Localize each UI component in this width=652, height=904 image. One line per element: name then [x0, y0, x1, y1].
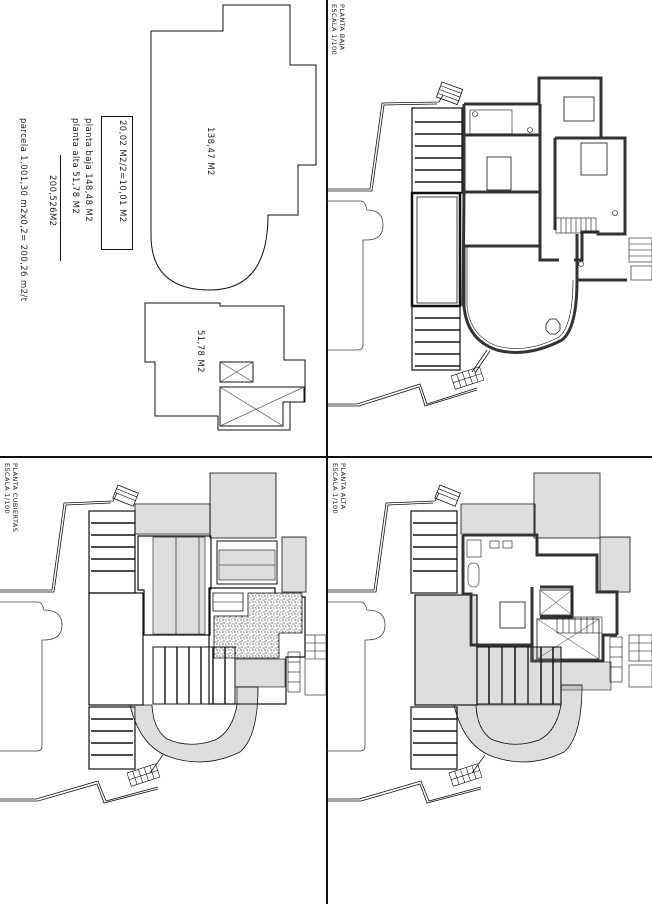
plan-scale: ESCALA 1/100: [3, 463, 11, 515]
bed-icon: [580, 142, 608, 176]
pool-outline: [327, 200, 384, 351]
bed-icon: [486, 156, 512, 191]
planta-alta-drawing: [327, 472, 652, 804]
plan-title-block: PLANTA ALTA ESCALA 1/100: [331, 463, 347, 514]
upper-floor-area-label: 51,78 M2: [195, 330, 205, 373]
boxed-area-note: 20,02 M2/2=10,01 M2: [117, 120, 127, 223]
planta-baja-area: planta baja 148,48 M2: [83, 118, 93, 223]
plan-scale: ESCALA 1/100: [331, 463, 339, 515]
bathtub-icon: [467, 562, 480, 588]
planta-alta-area: planta alta 51,78 M2: [70, 118, 80, 215]
gravel-roof: [213, 592, 303, 659]
ground-floor-area-outline: [150, 4, 317, 291]
pergola-slats-top: [415, 121, 462, 183]
plan-title: PLANTA CUBIERTAS: [11, 463, 19, 533]
upper-floor-walls: [461, 533, 619, 663]
entry-stair-top: [436, 81, 464, 106]
roof-terrace-hatch: [134, 503, 211, 535]
boxed-area-note-frame: [101, 116, 133, 250]
roof-terrace-hatch: [209, 472, 277, 539]
planta-cubiertas-plan: PLANTA CUBIERTAS ESCALA 1/100: [0, 457, 326, 904]
plan-title: PLANTA ALTA: [339, 463, 347, 510]
planta-cubiertas-drawing: [0, 472, 326, 804]
bed-icon: [499, 601, 526, 629]
plan-title: PLANTA BAJA: [338, 4, 346, 51]
area-summary-panel: 138,47 M2 51,78 M2 20,02 M2/2=10,01 M2 p…: [0, 0, 326, 456]
planta-baja-plan: PLANTA BAJA ESCALA 1/100: [327, 0, 652, 456]
bed-icon: [563, 96, 595, 122]
sum-line: [60, 155, 61, 261]
entry-stair-bottom: [450, 366, 485, 390]
plan-title-block: PLANTA BAJA ESCALA 1/100: [330, 4, 346, 55]
living-room-curve: [462, 246, 579, 354]
planta-baja-drawing: [327, 76, 652, 407]
pergola-slats-bottom: [415, 317, 460, 367]
curved-terrace: [129, 686, 259, 763]
upper-floor-area-outline: [144, 302, 306, 431]
horizontal-sheet-divider: [0, 456, 652, 458]
plan-title-block: PLANTA CUBIERTAS ESCALA 1/100: [3, 463, 19, 532]
total-area: 200,526M2: [47, 175, 57, 227]
ground-floor-walls: [461, 76, 627, 307]
ground-floor-area-label: 138,47 M2: [205, 127, 215, 176]
side-stair: [628, 237, 652, 281]
area-outlines: [144, 4, 317, 431]
parcela-calculation: parcela 1.001,30 m2x0,2= 200,26 m2/t: [18, 118, 28, 302]
planta-alta-plan: PLANTA ALTA ESCALA 1/100: [327, 457, 652, 904]
plan-scale: ESCALA 1/100: [330, 4, 338, 56]
vertical-sheet-divider: [326, 0, 328, 904]
interior-stair: [555, 217, 597, 234]
